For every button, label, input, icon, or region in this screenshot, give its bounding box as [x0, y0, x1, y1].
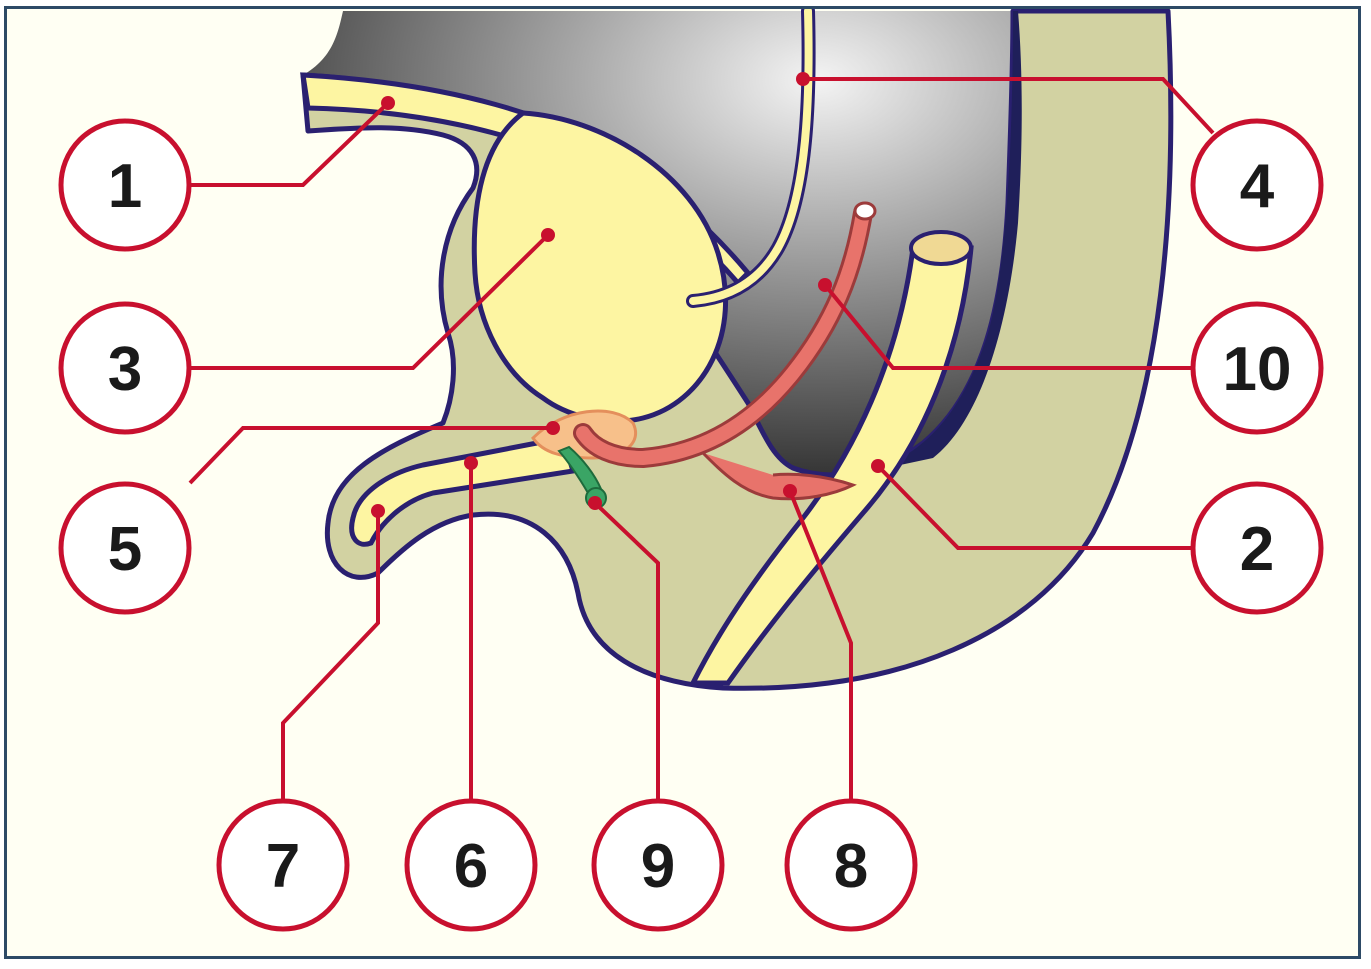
callout-6: 6	[407, 801, 535, 929]
diagram-frame: 1 3 5 7 6 9 8 4 10 2	[4, 6, 1361, 959]
callout-2: 2	[1193, 484, 1321, 612]
callout-9: 9	[594, 801, 722, 929]
callout-8-text: 8	[834, 832, 868, 901]
callout-7: 7	[219, 801, 347, 929]
callout-9-text: 9	[641, 832, 675, 901]
callout-4: 4	[1193, 121, 1321, 249]
callout-3-text: 3	[108, 335, 142, 404]
callout-6-text: 6	[454, 832, 488, 901]
callout-1: 1	[61, 121, 189, 249]
channel-opening	[911, 232, 971, 264]
callout-2-text: 2	[1240, 515, 1274, 584]
callout-10-text: 10	[1223, 335, 1292, 404]
callout-8: 8	[787, 801, 915, 929]
anatomy-diagram: 1 3 5 7 6 9 8 4 10 2	[7, 9, 1361, 959]
callout-5-text: 5	[108, 515, 142, 584]
callout-5: 5	[61, 484, 189, 612]
callout-1-text: 1	[108, 152, 142, 221]
callout-3: 3	[61, 304, 189, 432]
callout-7-text: 7	[266, 832, 300, 901]
callout-10: 10	[1193, 304, 1321, 432]
callout-4-text: 4	[1240, 152, 1275, 221]
